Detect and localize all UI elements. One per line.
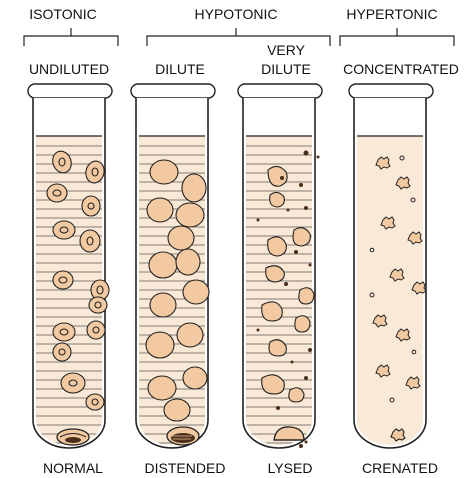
tube-rim bbox=[238, 84, 322, 98]
tube-rim bbox=[28, 84, 112, 98]
tube-dilute bbox=[131, 84, 215, 448]
bracket-hypotonic bbox=[147, 28, 330, 46]
bracket-isotonic bbox=[24, 28, 118, 46]
tube-concentrated bbox=[349, 84, 433, 448]
tube-undiluted bbox=[28, 84, 112, 448]
cell-normal bbox=[57, 429, 89, 445]
tube-very-dilute bbox=[238, 84, 322, 448]
tube-rim bbox=[131, 84, 215, 98]
cell-distended bbox=[167, 427, 199, 445]
bracket-hypertonic bbox=[340, 28, 454, 46]
tube-rim bbox=[349, 84, 433, 98]
